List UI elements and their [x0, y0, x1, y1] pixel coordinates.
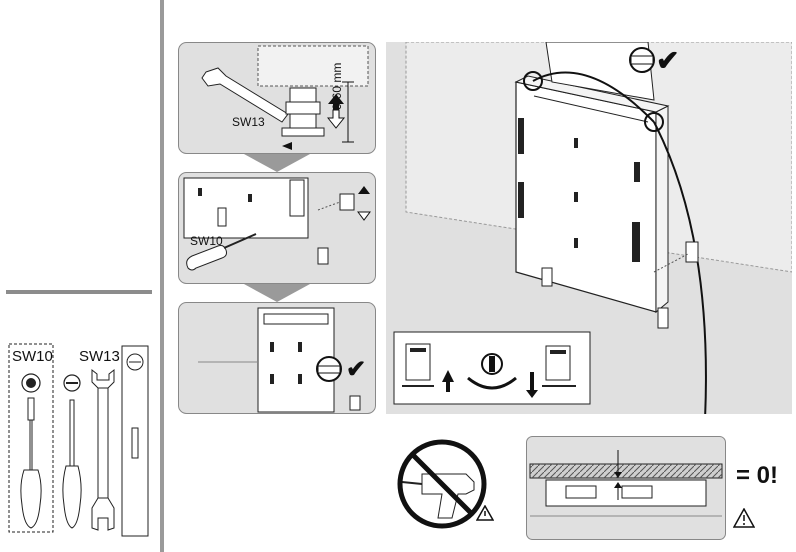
main-check: ✔: [656, 45, 680, 76]
warning-triangle-icon: [475, 504, 495, 526]
step1-wrench-label: SW13: [232, 115, 265, 129]
flat-screwdriver-icon: [62, 374, 82, 529]
step3-panel: [178, 302, 376, 414]
step2-driver-label: SW10: [190, 234, 223, 248]
step-arrow-2: [244, 284, 310, 307]
tool-legend-graphic: [8, 343, 149, 537]
no-drill-icon: [394, 430, 498, 534]
step3-check: ✔: [346, 356, 367, 383]
tool-legend: [6, 340, 156, 540]
step-arrow-1: [244, 154, 310, 177]
step1-range-label: 0-60 mm: [330, 62, 344, 110]
gap-detail-graphic: [526, 436, 726, 540]
sw13-wrench-icon: [91, 368, 115, 531]
gap-detail-panel: [526, 436, 726, 540]
step2-panel: [178, 172, 376, 284]
gap-warning-icon: [732, 507, 756, 533]
sw10-label: SW10: [12, 348, 53, 365]
step1-graphic: [178, 42, 376, 154]
vertical-divider: [160, 0, 164, 552]
step3-graphic: [178, 302, 376, 414]
step2-graphic: [178, 172, 376, 284]
sw10-screwdriver-icon: [20, 397, 42, 529]
horizontal-divider: [6, 290, 152, 294]
sw13-label: SW13: [79, 348, 120, 365]
main-diagram-graphic: [386, 41, 793, 439]
torx-bit-icon: [21, 373, 41, 393]
main-level-icon: [629, 47, 655, 73]
spirit-level-icon: [121, 345, 149, 537]
step1-panel: [178, 42, 376, 154]
step3-level-icon: [316, 356, 342, 382]
main-diagram: [386, 41, 793, 439]
gap-result-label: = 0!: [736, 462, 779, 489]
instruction-box: [393, 331, 591, 405]
